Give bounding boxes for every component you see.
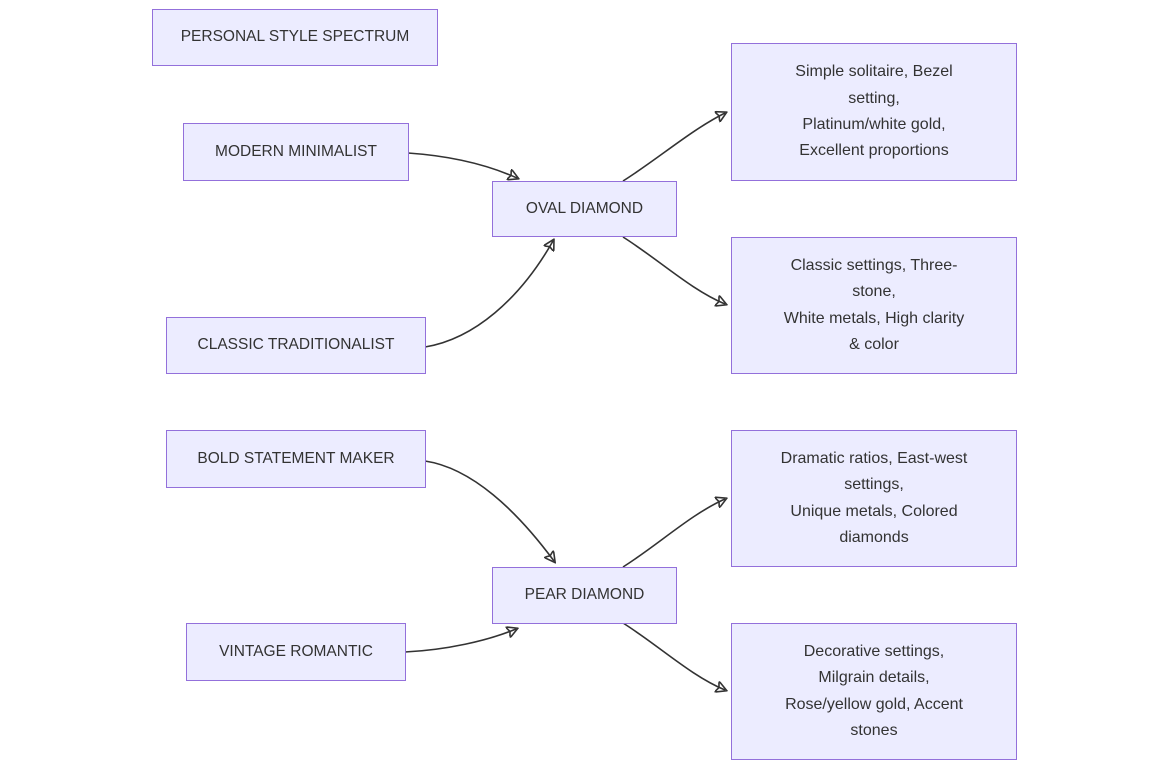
- node-recommendation-oval-2: Classic settings, Three-stone,White meta…: [731, 237, 1017, 374]
- node-classic-traditionalist: CLASSIC TRADITIONALIST: [166, 317, 426, 374]
- node-personal-style-spectrum: PERSONAL STYLE SPECTRUM: [152, 9, 438, 66]
- edge-pear-to-rec-4: [622, 622, 725, 690]
- node-label: PEAR DIAMOND: [524, 586, 645, 604]
- node-vintage-romantic: VINTAGE ROMANTIC: [186, 623, 406, 681]
- edge-pear-to-rec-3: [622, 499, 725, 568]
- edge-vintage-romantic-to-pear: [404, 629, 516, 653]
- node-recommendation-pear-2: Decorative settings,Milgrain details,Ros…: [731, 623, 1017, 760]
- edge-oval-to-rec-1: [622, 113, 725, 182]
- node-label: CLASSIC TRADITIONALIST: [197, 336, 395, 354]
- node-pear-diamond: PEAR DIAMOND: [492, 567, 677, 624]
- recommendation-text: Decorative settings,Milgrain details,Ros…: [785, 642, 963, 739]
- node-label: OVAL DIAMOND: [525, 199, 644, 217]
- node-label: BOLD STATEMENT MAKER: [197, 449, 395, 467]
- edge-bold-statement-maker-to-pear: [424, 460, 554, 561]
- diagram-title: PERSONAL STYLE SPECTRUM: [180, 28, 410, 46]
- node-modern-minimalist: MODERN MINIMALIST: [183, 123, 409, 181]
- node-label: MODERN MINIMALIST: [215, 142, 377, 160]
- edge-classic-traditionalist-to-oval: [424, 241, 553, 348]
- node-bold-statement-maker: BOLD STATEMENT MAKER: [166, 430, 426, 488]
- node-oval-diamond: OVAL DIAMOND: [492, 181, 677, 237]
- recommendation-text: Classic settings, Three-stone,White meta…: [783, 256, 965, 353]
- edge-oval-to-rec-2: [622, 236, 725, 304]
- node-label: VINTAGE ROMANTIC: [219, 642, 373, 660]
- edge-modern-minimalist-to-oval: [407, 152, 517, 178]
